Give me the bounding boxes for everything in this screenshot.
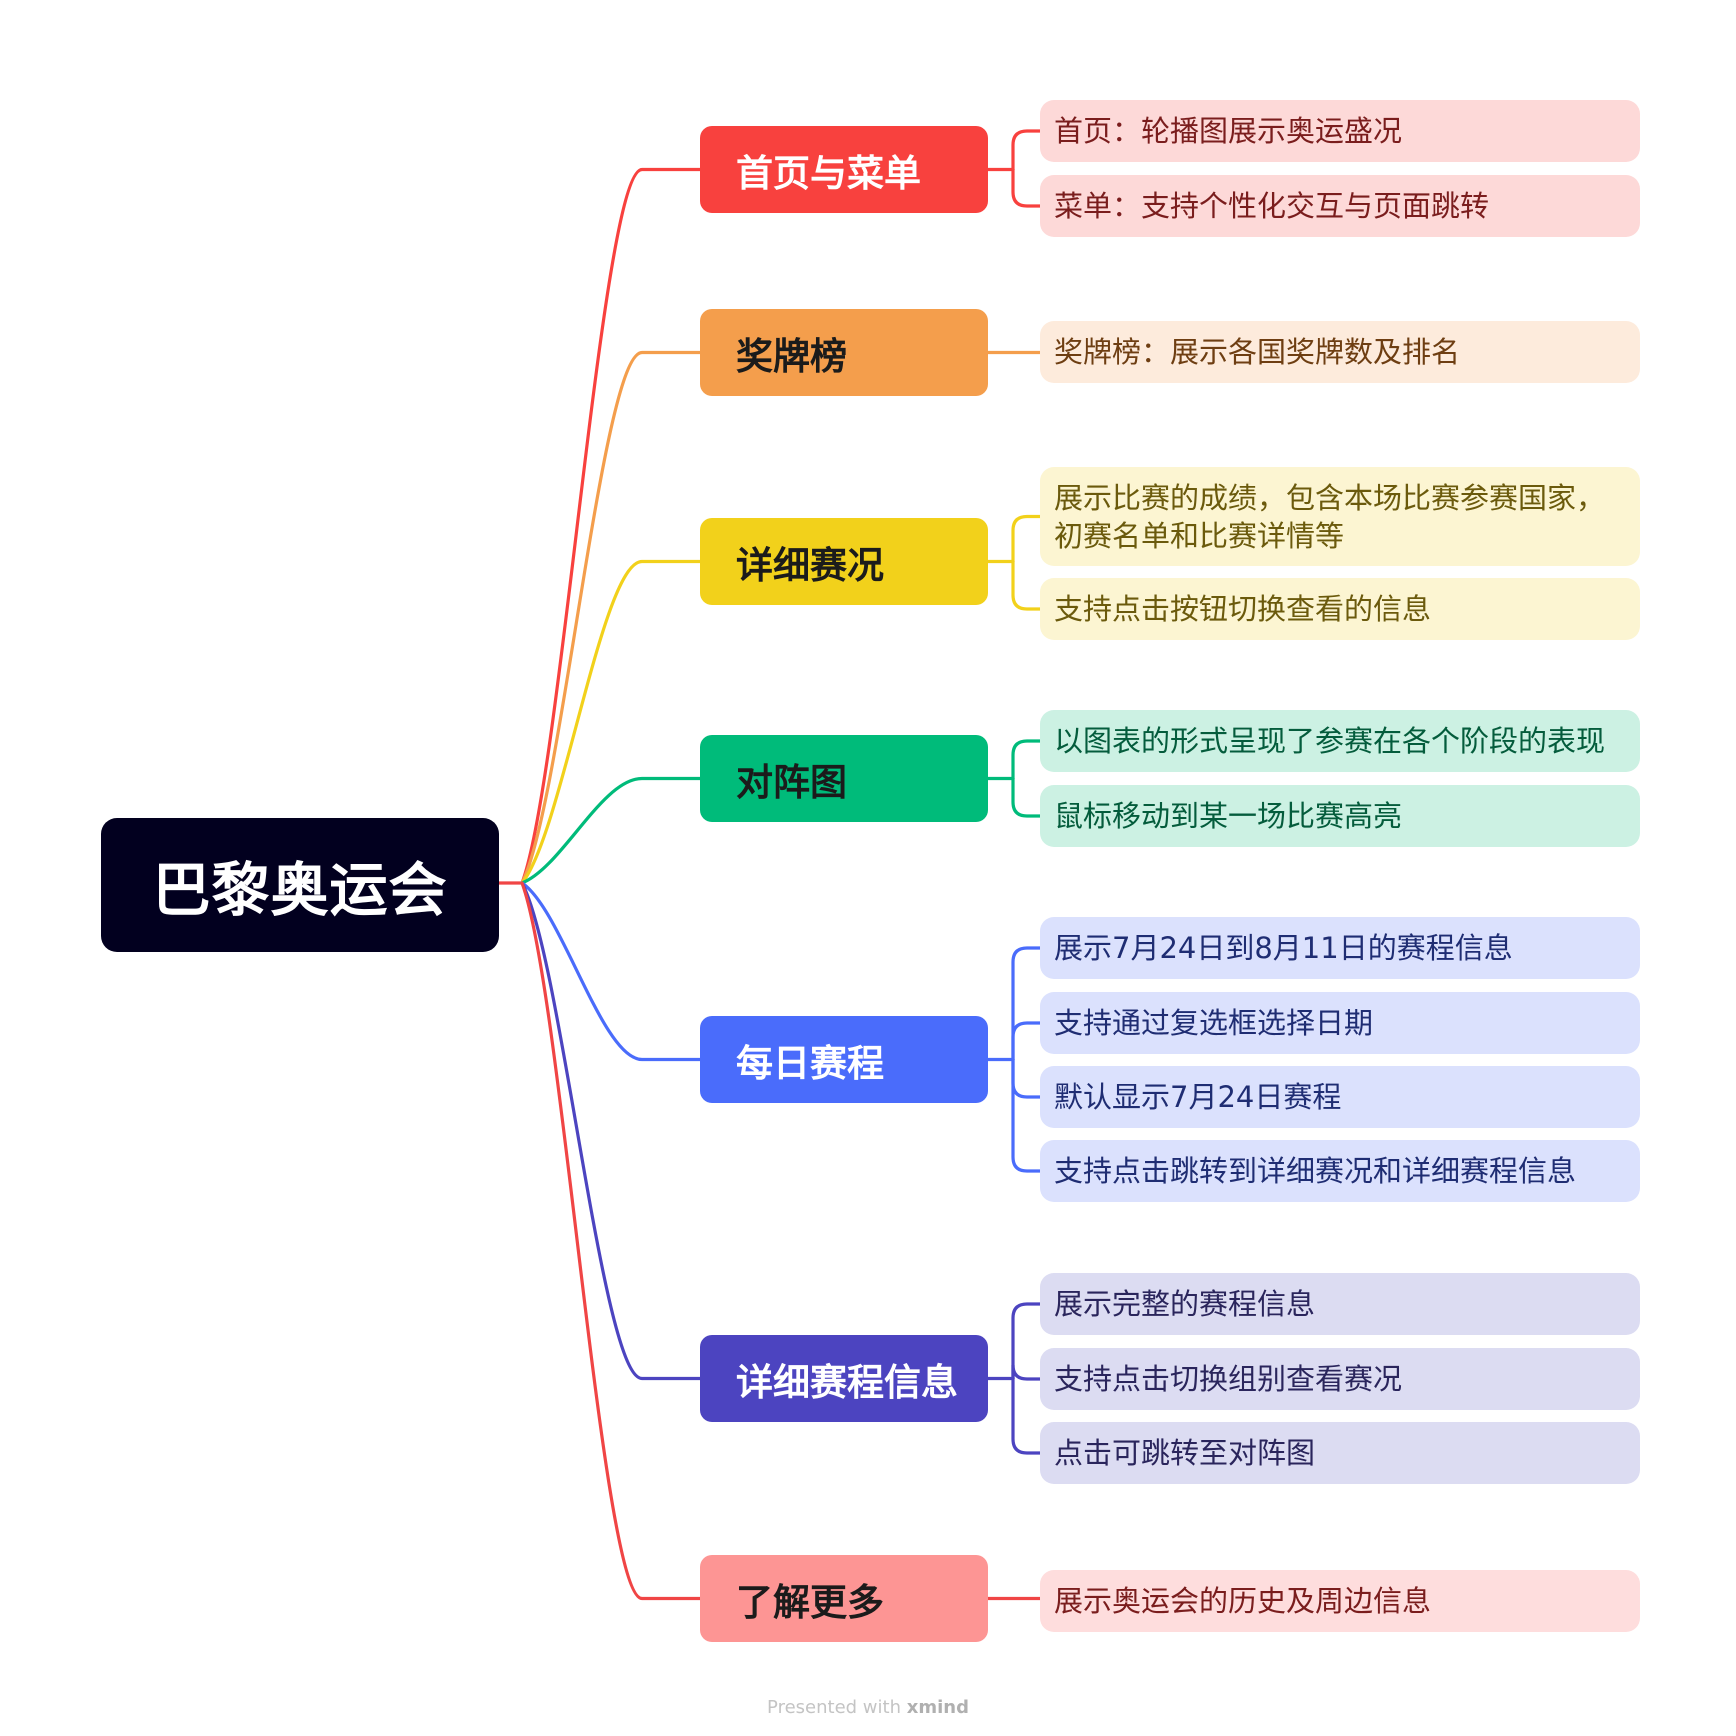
subtopic[interactable]: 支持通过复选框选择日期 xyxy=(1040,992,1640,1054)
connector-line xyxy=(520,881,702,1062)
root-topic[interactable]: 巴黎奥运会 xyxy=(101,818,499,952)
branch-topic[interactable]: 详细赛程信息 xyxy=(700,1335,988,1422)
connector-line xyxy=(1011,739,1042,781)
connector-line xyxy=(1011,514,1042,564)
connector-line xyxy=(1011,1021,1042,1062)
connector-line xyxy=(1011,167,1042,208)
subtopic-label: 支持点击切换组别查看赛况 xyxy=(1054,1362,1403,1396)
connector-line xyxy=(1011,776,1042,818)
subtopic[interactable]: 展示7月24日到8月11日的赛程信息 xyxy=(1040,917,1640,979)
subtopic-label: 菜单：支持个性化交互与页面跳转 xyxy=(1054,189,1490,223)
branch-topic-label: 对阵图 xyxy=(736,760,847,804)
subtopic[interactable]: 鼠标移动到某一场比赛高亮 xyxy=(1040,785,1640,847)
connector-line xyxy=(1011,1302,1042,1381)
subtopic-label: 以图表的形式呈现了参赛在各个阶段的表现 xyxy=(1054,724,1606,758)
connector-line xyxy=(520,881,702,1601)
subtopic-label: 支持通过复选框选择日期 xyxy=(1054,1006,1374,1040)
subtopic-label: 默认显示7月24日赛程 xyxy=(1054,1080,1342,1114)
branch-topic-label: 详细赛程信息 xyxy=(736,1360,958,1404)
connector-line xyxy=(1011,559,1042,611)
subtopic[interactable]: 奖牌榜：展示各国奖牌数及排名 xyxy=(1040,321,1640,383)
branch-topic-label: 详细赛况 xyxy=(736,543,884,587)
connector-line xyxy=(1011,1057,1042,1173)
subtopic[interactable]: 支持点击跳转到详细赛况和详细赛程信息 xyxy=(1040,1140,1640,1202)
subtopic[interactable]: 默认显示7月24日赛程 xyxy=(1040,1066,1640,1128)
footer-prefix: Presented with xyxy=(767,1697,901,1718)
subtopic[interactable]: 首页：轮播图展示奥运盛况 xyxy=(1040,100,1640,162)
branch-topic[interactable]: 每日赛程 xyxy=(700,1016,988,1103)
subtopic[interactable]: 展示奥运会的历史及周边信息 xyxy=(1040,1570,1640,1632)
root-topic-label: 巴黎奥运会 xyxy=(152,856,448,924)
subtopic-label: 点击可跳转至对阵图 xyxy=(1054,1436,1316,1470)
branch-topic[interactable]: 了解更多 xyxy=(700,1555,988,1642)
branch-topic[interactable]: 对阵图 xyxy=(700,735,988,822)
subtopic-label: 展示完整的赛程信息 xyxy=(1054,1287,1316,1321)
connector-line xyxy=(1011,129,1042,172)
subtopic[interactable]: 菜单：支持个性化交互与页面跳转 xyxy=(1040,175,1640,237)
branch-topic-label: 奖牌榜 xyxy=(736,334,847,378)
subtopic-label: 鼠标移动到某一场比赛高亮 xyxy=(1054,799,1403,833)
branch-topic[interactable]: 奖牌榜 xyxy=(700,309,988,396)
subtopic-label: 展示奥运会的历史及周边信息 xyxy=(1054,1584,1432,1618)
branch-topic-label: 首页与菜单 xyxy=(736,151,921,195)
subtopic-label: 支持点击按钮切换查看的信息 xyxy=(1054,592,1432,626)
branch-topic-label: 了解更多 xyxy=(736,1580,884,1624)
subtopic[interactable]: 点击可跳转至对阵图 xyxy=(1040,1422,1640,1484)
subtopic-label: 奖牌榜：展示各国奖牌数及排名 xyxy=(1054,335,1461,369)
connector-line xyxy=(1011,1376,1042,1455)
branch-topic[interactable]: 详细赛况 xyxy=(700,518,988,605)
subtopic-label: 展示7月24日到8月11日的赛程信息 xyxy=(1054,931,1513,965)
subtopic-label: 首页：轮播图展示奥运盛况 xyxy=(1054,114,1403,148)
connector-line xyxy=(1011,946,1042,1062)
connector-line xyxy=(520,559,702,885)
branch-topic[interactable]: 首页与菜单 xyxy=(700,126,988,213)
subtopic[interactable]: 展示比赛的成绩，包含本场比赛参赛国家，初赛名单和比赛详情等 xyxy=(1040,467,1640,566)
subtopic[interactable]: 支持点击切换组别查看赛况 xyxy=(1040,1348,1640,1410)
subtopic[interactable]: 以图表的形式呈现了参赛在各个阶段的表现 xyxy=(1040,710,1640,772)
connector-line xyxy=(520,776,702,885)
subtopic-label: 展示比赛的成绩，包含本场比赛参赛国家，初赛名单和比赛详情等 xyxy=(1054,480,1606,553)
subtopic[interactable]: 支持点击按钮切换查看的信息 xyxy=(1040,578,1640,640)
connector-line xyxy=(520,167,702,885)
subtopic-label: 支持点击跳转到详细赛况和详细赛程信息 xyxy=(1054,1154,1577,1188)
connector-line xyxy=(520,881,702,1381)
footer-credit: Presented with xmind xyxy=(0,1697,1736,1718)
footer-brand: xmind xyxy=(906,1697,969,1718)
connector-line xyxy=(1011,1057,1042,1099)
subtopic[interactable]: 展示完整的赛程信息 xyxy=(1040,1273,1640,1335)
connector-line xyxy=(520,350,702,885)
connector-line xyxy=(1011,1364,1042,1381)
branch-topic-label: 每日赛程 xyxy=(736,1041,884,1085)
